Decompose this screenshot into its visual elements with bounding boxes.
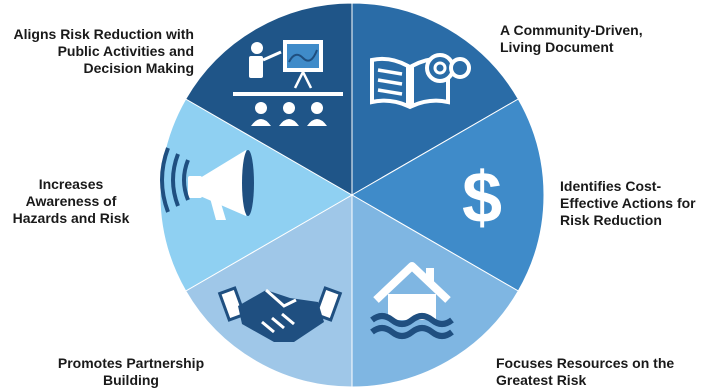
megaphone-icon	[160, 147, 254, 220]
flooded-house-icon	[370, 262, 454, 339]
svg-text:$: $	[462, 158, 502, 238]
label-partnership-building: Promotes Partnership Building	[57, 355, 205, 388]
dollar-icon: $	[462, 158, 502, 238]
presentation-icon	[233, 40, 343, 126]
handshake-icon	[217, 286, 343, 342]
label-cost-effective-actions: Identifies Cost- Effective Actions for R…	[560, 178, 696, 228]
wheel-segment-2	[350, 98, 545, 292]
label-community-driven: A Community-Driven, Living Document	[500, 22, 643, 55]
wheel-segment-5	[159, 98, 354, 292]
label-aligns-risk-reduction: Aligns Risk Reduction with Public Activi…	[13, 26, 194, 76]
label-focuses-resources: Focuses Resources on the Greatest Risk	[496, 355, 675, 388]
book-icon	[370, 53, 471, 110]
label-increases-awareness: Increases Awareness of Hazards and Risk	[12, 176, 130, 226]
